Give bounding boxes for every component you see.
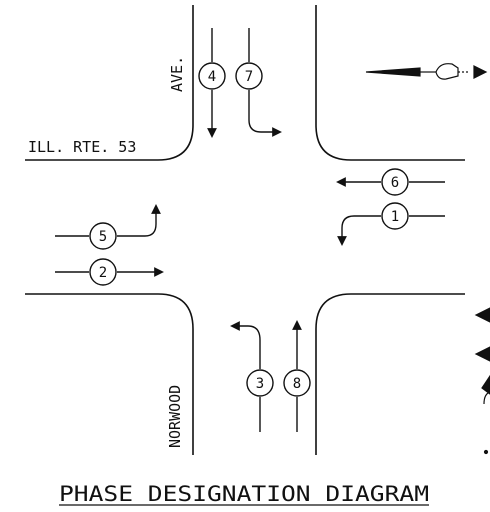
road-edge-sw: [25, 293, 194, 455]
road-edges: [25, 5, 465, 455]
phase-6-movement: [336, 168, 445, 196]
phase-3-label: 3: [256, 376, 264, 392]
road-edge-nw: [25, 5, 194, 161]
phase-8-label: 8: [293, 376, 301, 392]
road-edge-se: [315, 293, 465, 455]
street-label-ave: AVE.: [168, 56, 186, 92]
phase-6-label: 6: [391, 175, 399, 191]
phase-7-movement: [235, 28, 282, 137]
phase-4-label: 4: [208, 69, 216, 85]
north-arrow-icon: [365, 63, 488, 80]
phase-7-label: 7: [245, 69, 253, 85]
street-label-ill-rte-53: ILL. RTE. 53: [28, 138, 136, 156]
phase-4-movement: [198, 28, 226, 138]
phase-1-label: 1: [391, 209, 399, 225]
phase-8-movement: [283, 320, 311, 432]
cropped-phase-arrows: [474, 307, 490, 455]
phase-5-label: 5: [99, 229, 107, 245]
phase-1-movement: [337, 202, 445, 246]
phase-2-label: 2: [99, 265, 107, 281]
diagram-title: PHASE DESIGNATION DIAGRAM: [59, 482, 429, 506]
street-label-norwood: NORWOOD: [166, 385, 184, 448]
road-edge-ne: [315, 5, 465, 161]
phase-2-movement: [55, 258, 164, 286]
phase-3-movement: [230, 321, 274, 432]
phase-5-movement: [55, 204, 161, 250]
